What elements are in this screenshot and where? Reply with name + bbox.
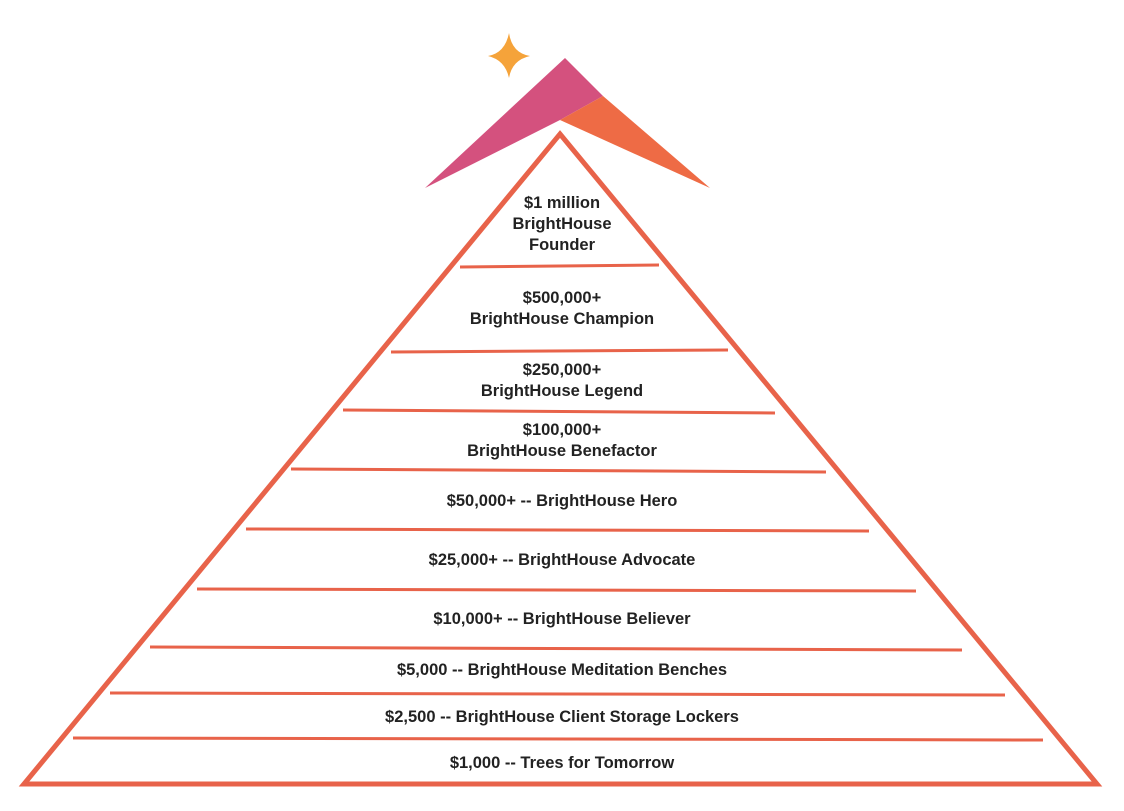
tier-label-storage-lockers: $2,500 -- BrightHouse Client Storage Loc… <box>0 707 1124 728</box>
tier-divider-line <box>196 587 917 593</box>
tier-label-meditation-benches: $5,000 -- BrightHouse Meditation Benches <box>0 660 1124 681</box>
tier-divider-line <box>109 691 1006 697</box>
tier-label-legend: $250,000+ BrightHouse Legend <box>0 360 1124 402</box>
tier-label-line: BrightHouse Legend <box>480 382 644 400</box>
tier-label-line: $500,000+ <box>522 289 602 307</box>
tier-divider-line <box>390 348 729 354</box>
tier-label-line: $100,000+ <box>522 421 602 439</box>
tier-label-line: $5,000 -- BrightHouse Meditation Benches <box>396 661 728 679</box>
star-icon <box>488 33 530 78</box>
tier-divider-line <box>459 263 660 269</box>
tier-label-hero: $50,000+ -- BrightHouse Hero <box>0 491 1124 512</box>
tier-label-line: $25,000+ -- BrightHouse Advocate <box>428 551 696 569</box>
tier-label-line: $10,000+ -- BrightHouse Believer <box>433 610 691 628</box>
tier-label-line: $2,500 -- BrightHouse Client Storage Loc… <box>385 708 739 726</box>
roof-right-shape <box>560 96 710 188</box>
roof-left-shape <box>425 58 603 188</box>
tier-label-benefactor: $100,000+ BrightHouse Benefactor <box>0 420 1124 462</box>
tier-label-line: $1,000 -- Trees for Tomorrow <box>449 754 675 772</box>
tier-divider-line <box>290 467 827 474</box>
tier-label-line: $250,000+ <box>522 361 602 379</box>
tier-label-line: BrightHouse Benefactor <box>467 442 657 460</box>
tier-label-line: BrightHouse <box>512 215 612 233</box>
tier-label-founder: $1 million BrightHouse Founder <box>0 193 1124 256</box>
tier-label-line: $50,000+ -- BrightHouse Hero <box>446 492 678 510</box>
tier-dividers <box>72 263 1044 742</box>
tier-divider-line <box>245 527 870 533</box>
tier-label-line: BrightHouse Champion <box>469 310 655 328</box>
tier-label-champion: $500,000+ BrightHouse Champion <box>0 288 1124 330</box>
tier-label-trees: $1,000 -- Trees for Tomorrow <box>0 753 1124 774</box>
tier-divider-line <box>72 736 1044 742</box>
tier-label-advocate: $25,000+ -- BrightHouse Advocate <box>0 550 1124 571</box>
tier-label-line: Founder <box>529 236 595 254</box>
tier-divider-line <box>149 645 963 652</box>
tier-label-line: $1 million <box>523 194 601 212</box>
tier-label-believer: $10,000+ -- BrightHouse Believer <box>0 609 1124 630</box>
pyramid-outline <box>18 130 1103 787</box>
tier-divider-line <box>342 408 776 415</box>
